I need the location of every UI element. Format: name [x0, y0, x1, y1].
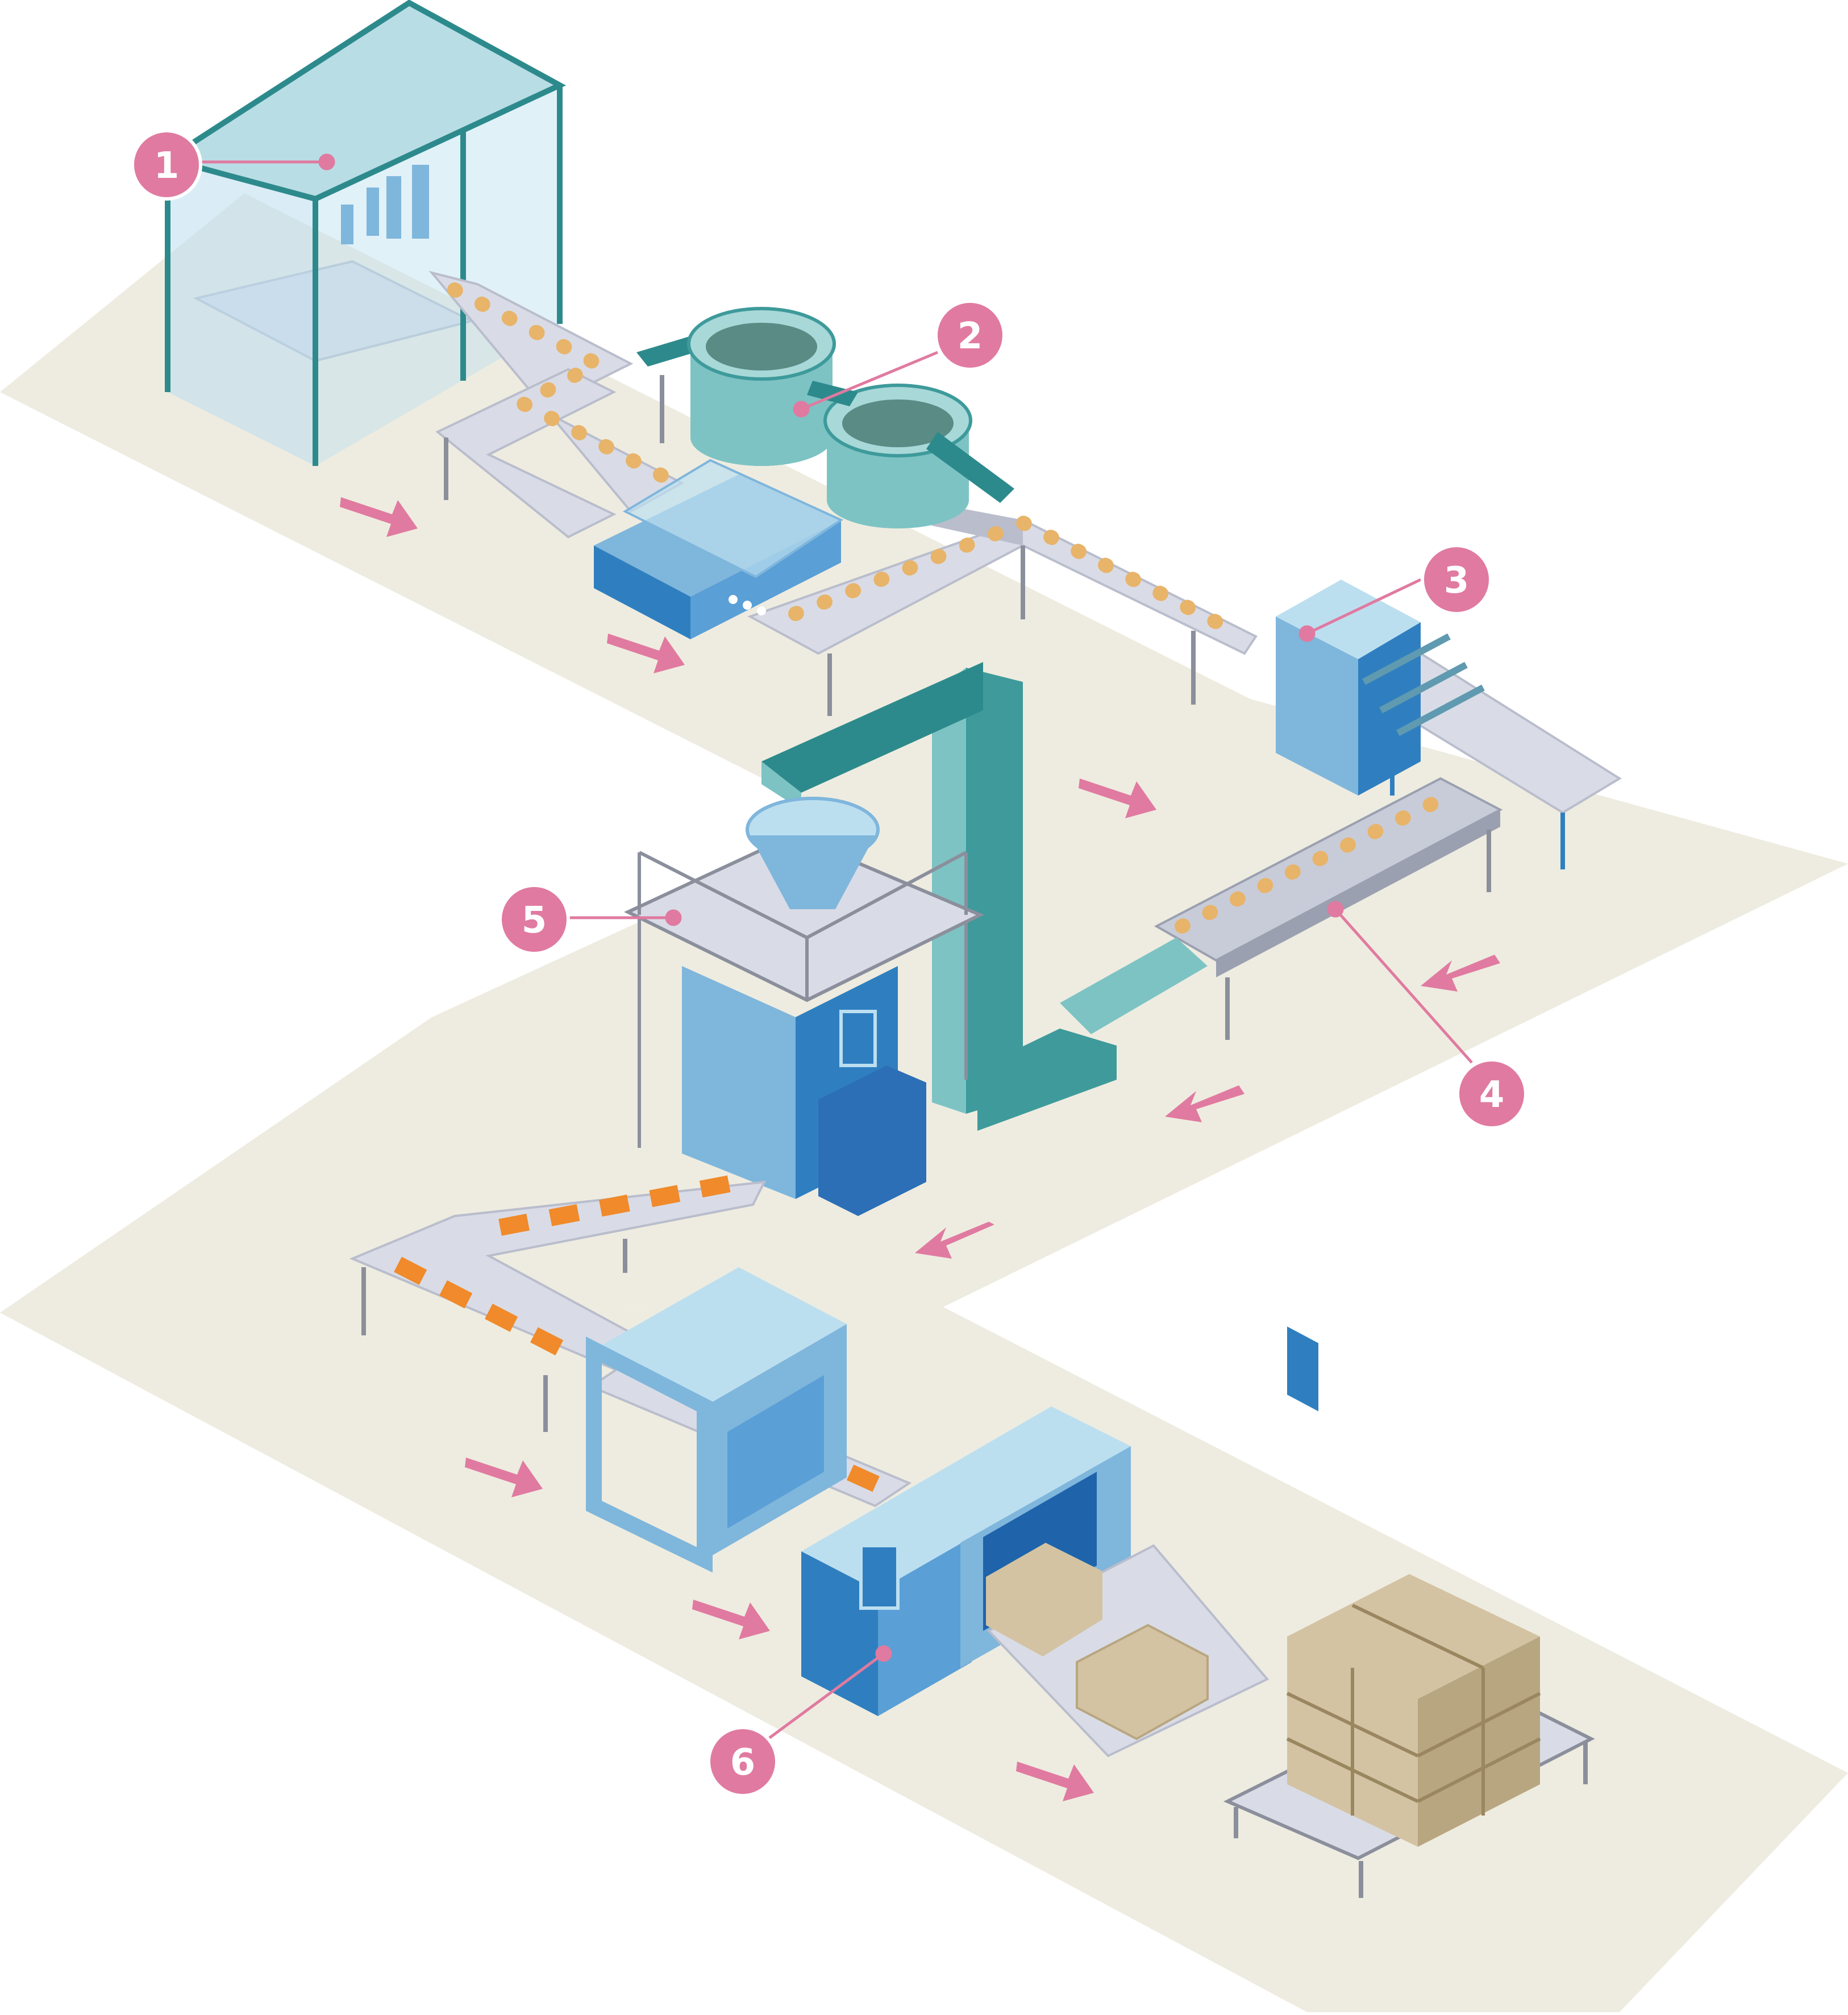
- box-stack-seam: [1417, 1692, 1541, 1758]
- station-badge-2: 2: [934, 299, 1006, 371]
- bowl-feeder-chute: [926, 432, 1014, 503]
- callout-dot-6: [875, 1645, 892, 1662]
- box-stack-seam: [1351, 1604, 1484, 1670]
- station-6-case-packer: [801, 1406, 1595, 1898]
- bucket-elevator-base: [977, 1029, 1117, 1131]
- callout-leader-2: [801, 351, 938, 411]
- station-label-4: 4: [1479, 1074, 1505, 1116]
- flow-arrows: [340, 497, 1500, 1801]
- station-4-mesh-conveyor: [1060, 777, 1503, 1040]
- roller-bar: [1379, 661, 1468, 714]
- callout-dot-2: [793, 401, 810, 418]
- station-label-2: 2: [958, 315, 983, 357]
- station-label-5: 5: [522, 900, 547, 942]
- multihead-weigher: [750, 835, 875, 909]
- bucket-elevator-column: [966, 668, 1023, 1114]
- flow-arrow-icon: [465, 1458, 543, 1497]
- station-badge-1: 1: [131, 129, 202, 201]
- station-label-3: 3: [1444, 560, 1470, 602]
- station-badge-6: 6: [707, 1726, 779, 1797]
- metal-detector-gate: [586, 1267, 847, 1573]
- box-stack-seam: [1417, 1737, 1541, 1803]
- glass-tunnel-machine: [594, 459, 844, 639]
- tunnel-base-front: [594, 546, 690, 639]
- enclosure-roof: [168, 3, 560, 199]
- station-2-bowls: [636, 307, 1014, 528]
- platform-railing: [638, 851, 808, 939]
- flow-arrow-icon: [1165, 1085, 1245, 1122]
- station-label-6: 6: [730, 1742, 756, 1784]
- dispenser-nozzle: [341, 205, 353, 244]
- bowl-contents: [706, 323, 817, 370]
- callout-dot-1: [318, 153, 335, 170]
- platform-railing: [806, 851, 967, 939]
- box: [986, 1543, 1102, 1656]
- flow-arrow-icon: [915, 1222, 994, 1259]
- dispenser-nozzle: [367, 188, 379, 236]
- bowl-contents: [842, 399, 954, 447]
- gate-opening: [727, 1375, 824, 1529]
- bagger-cabinet: [818, 1065, 926, 1216]
- callout-badges: 1 2 3 4 5 6: [131, 129, 1527, 1797]
- callout-leader-3: [1306, 578, 1422, 635]
- station-label-1: 1: [154, 145, 180, 187]
- station-badge-4: 4: [1456, 1058, 1527, 1130]
- roller-bar: [1396, 684, 1485, 736]
- flow-arrow-icon: [340, 497, 418, 537]
- flow-arrow-icon: [1421, 955, 1500, 992]
- cabinet-front: [1276, 617, 1358, 796]
- callout-dot-5: [665, 909, 682, 926]
- roller-bar: [1362, 633, 1451, 685]
- flow-arrow-icon: [607, 634, 685, 673]
- callout-leader-4: [1334, 908, 1473, 1064]
- cabinet-top: [1276, 580, 1421, 659]
- bowl-feeder-chute: [807, 381, 858, 406]
- bucket-elevator-top: [761, 662, 983, 793]
- control-panel-screen: [1287, 1326, 1318, 1412]
- callout-leader-6: [763, 1652, 885, 1743]
- case-packer-front: [801, 1551, 878, 1716]
- enclosure-glass-front: [168, 159, 315, 466]
- tunnel-button: [743, 601, 752, 610]
- case-packer-body: [878, 1537, 972, 1716]
- tunnel-base-side: [690, 520, 841, 639]
- case-packer-control-screen: [859, 1544, 900, 1610]
- floor-right-wedge: [852, 699, 1848, 1307]
- box-stack-side: [1418, 1637, 1540, 1847]
- bucket-elevator-column: [932, 668, 966, 1114]
- box: [1076, 1623, 1209, 1741]
- bucket-elevator-top: [761, 761, 801, 810]
- product-flow-line: [1175, 785, 1462, 934]
- bowl-body: [690, 347, 833, 466]
- callout-dot-4: [1327, 901, 1344, 918]
- flow-arrow-icon: [692, 1600, 770, 1639]
- flow-arrow-icon: [1079, 778, 1156, 818]
- bagger-control-screen: [839, 1010, 877, 1067]
- station-3-control-unit: [1276, 580, 1622, 1412]
- callout-leaders: [199, 153, 1473, 1743]
- dispenser-nozzle: [412, 165, 429, 239]
- tunnel-button: [729, 595, 738, 604]
- dispenser-nozzle: [386, 176, 401, 239]
- bar-product-line: [394, 1173, 890, 1497]
- weigher-platform: [624, 833, 985, 1002]
- station-badge-3: 3: [1421, 544, 1492, 615]
- product-flow-line: [447, 282, 1246, 641]
- bagger-front: [682, 966, 796, 1199]
- inclined-feeder: [1060, 938, 1208, 1034]
- gate-top: [594, 1267, 847, 1406]
- conveyor-belt: [435, 368, 617, 539]
- mesh-conveyor-belt: [1216, 810, 1500, 977]
- tunnel-button: [757, 606, 766, 615]
- station-5-weigher: [624, 662, 1117, 1216]
- tunnel-glass: [622, 459, 844, 578]
- flow-arrow-icon: [1016, 1762, 1094, 1801]
- callout-dot-3: [1298, 625, 1316, 642]
- station-badge-5: 5: [498, 884, 570, 955]
